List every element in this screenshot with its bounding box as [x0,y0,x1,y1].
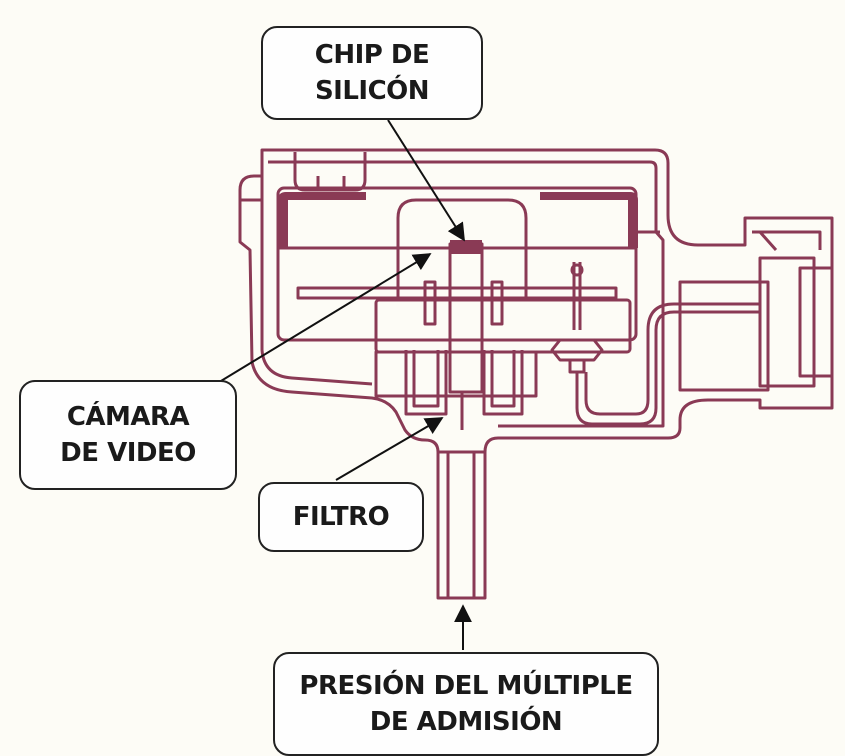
chip-label-line-1: CHIP DE [314,40,430,70]
pressure-label-line-2: DE ADMISIÓN [369,707,563,737]
silicon-chip [450,240,482,254]
filter-label-line-1: FILTRO [292,502,390,532]
chip-label: CHIP DE SILICÓN [261,26,483,120]
filter-arrow [335,417,444,481]
callout-arrows [215,119,472,650]
filter-label: FILTRO [258,482,424,552]
sensor-body-outline [238,148,834,600]
sensor-body-fills [278,192,638,254]
chip-label-line-2: SILICÓN [314,76,430,106]
pressure-label-line-1: PRESIÓN DEL MÚLTIPLE [299,671,633,701]
camera-label: CÁMARA DE VIDEO [19,380,237,490]
camera-label-line-1: CÁMARA [66,402,190,432]
pressure-label: PRESIÓN DEL MÚLTIPLE DE ADMISIÓN [273,652,659,756]
camera-label-line-2: DE VIDEO [60,438,196,468]
chip-arrow [387,119,465,242]
camera-arrow [215,253,432,385]
